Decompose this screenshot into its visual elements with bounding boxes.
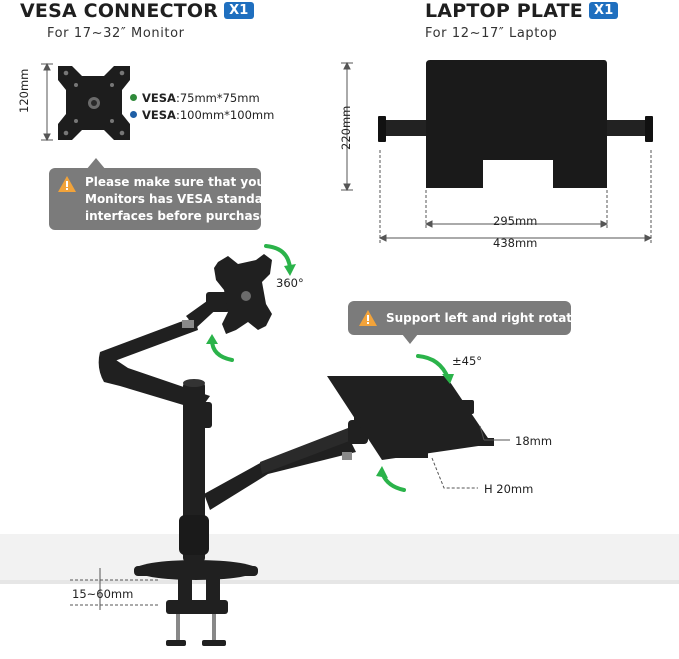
vesa-notice-line2: Monitors has VESA standard bbox=[85, 192, 278, 206]
warning-icon bbox=[58, 176, 76, 192]
tilt-label: ±45° bbox=[452, 354, 483, 368]
vesa-notice-line3: interfaces before purchase . bbox=[85, 209, 277, 223]
vesa-dimension-line bbox=[41, 62, 53, 142]
rotation-notice: Support left and right rotation bbox=[348, 301, 593, 335]
vesa-notice-line1: Please make sure that your bbox=[85, 175, 271, 189]
laptop-height-label: 220mm bbox=[339, 105, 353, 150]
laptop-subtitle: For 12~17″ Laptop bbox=[425, 26, 558, 41]
rotate-arrowheads-icon bbox=[206, 264, 454, 478]
laptop-plate bbox=[378, 60, 653, 188]
green-dot-icon bbox=[130, 94, 137, 101]
vesa-spec-75-value: :75mm*75mm bbox=[175, 91, 260, 105]
vesa-plate bbox=[58, 66, 130, 140]
laptop-qty-badge: X1 bbox=[589, 2, 619, 19]
warning-icon bbox=[359, 310, 377, 326]
assembly-dimension-lines bbox=[70, 425, 510, 610]
rotation-notice-text: Support left and right rotation bbox=[386, 311, 593, 325]
vesa-title: VESA CONNECTOR X1 bbox=[20, 0, 254, 22]
laptop-inner-width: 295mm bbox=[493, 214, 538, 228]
laptop-title: LAPTOP PLATE X1 bbox=[425, 0, 619, 22]
laptop-dimension-lines bbox=[341, 61, 653, 244]
laptop-title-text: LAPTOP PLATE bbox=[425, 0, 583, 22]
vesa-spec-100-value: :100mm*100mm bbox=[175, 108, 275, 122]
clamp-range-label: 15~60mm bbox=[72, 587, 134, 601]
rotation-tip-pointer bbox=[402, 334, 418, 344]
vesa-title-text: VESA CONNECTOR bbox=[20, 0, 219, 22]
vesa-height-label: 120mm bbox=[17, 68, 31, 113]
vesa-qty-badge: X1 bbox=[224, 2, 254, 19]
mount-arm bbox=[0, 254, 679, 646]
vesa-subtitle: For 17~32″ Monitor bbox=[47, 26, 185, 41]
lip-height-label: H 20mm bbox=[484, 482, 534, 496]
rotation-label: 360° bbox=[276, 276, 304, 290]
laptop-outer-width: 438mm bbox=[493, 236, 538, 250]
vesa-spec-75-key: VESA bbox=[142, 91, 176, 105]
vesa-spec-75: VESA:75mm*75mm bbox=[130, 91, 260, 105]
vesa-spec-100: VESA:100mm*100mm bbox=[130, 108, 274, 122]
blue-dot-icon bbox=[130, 111, 137, 118]
vesa-tip-pointer bbox=[86, 158, 106, 170]
vesa-spec-100-key: VESA bbox=[142, 108, 176, 122]
lip-label: 18mm bbox=[515, 434, 553, 448]
vesa-notice: Please make sure that your Monitors has … bbox=[49, 168, 277, 230]
